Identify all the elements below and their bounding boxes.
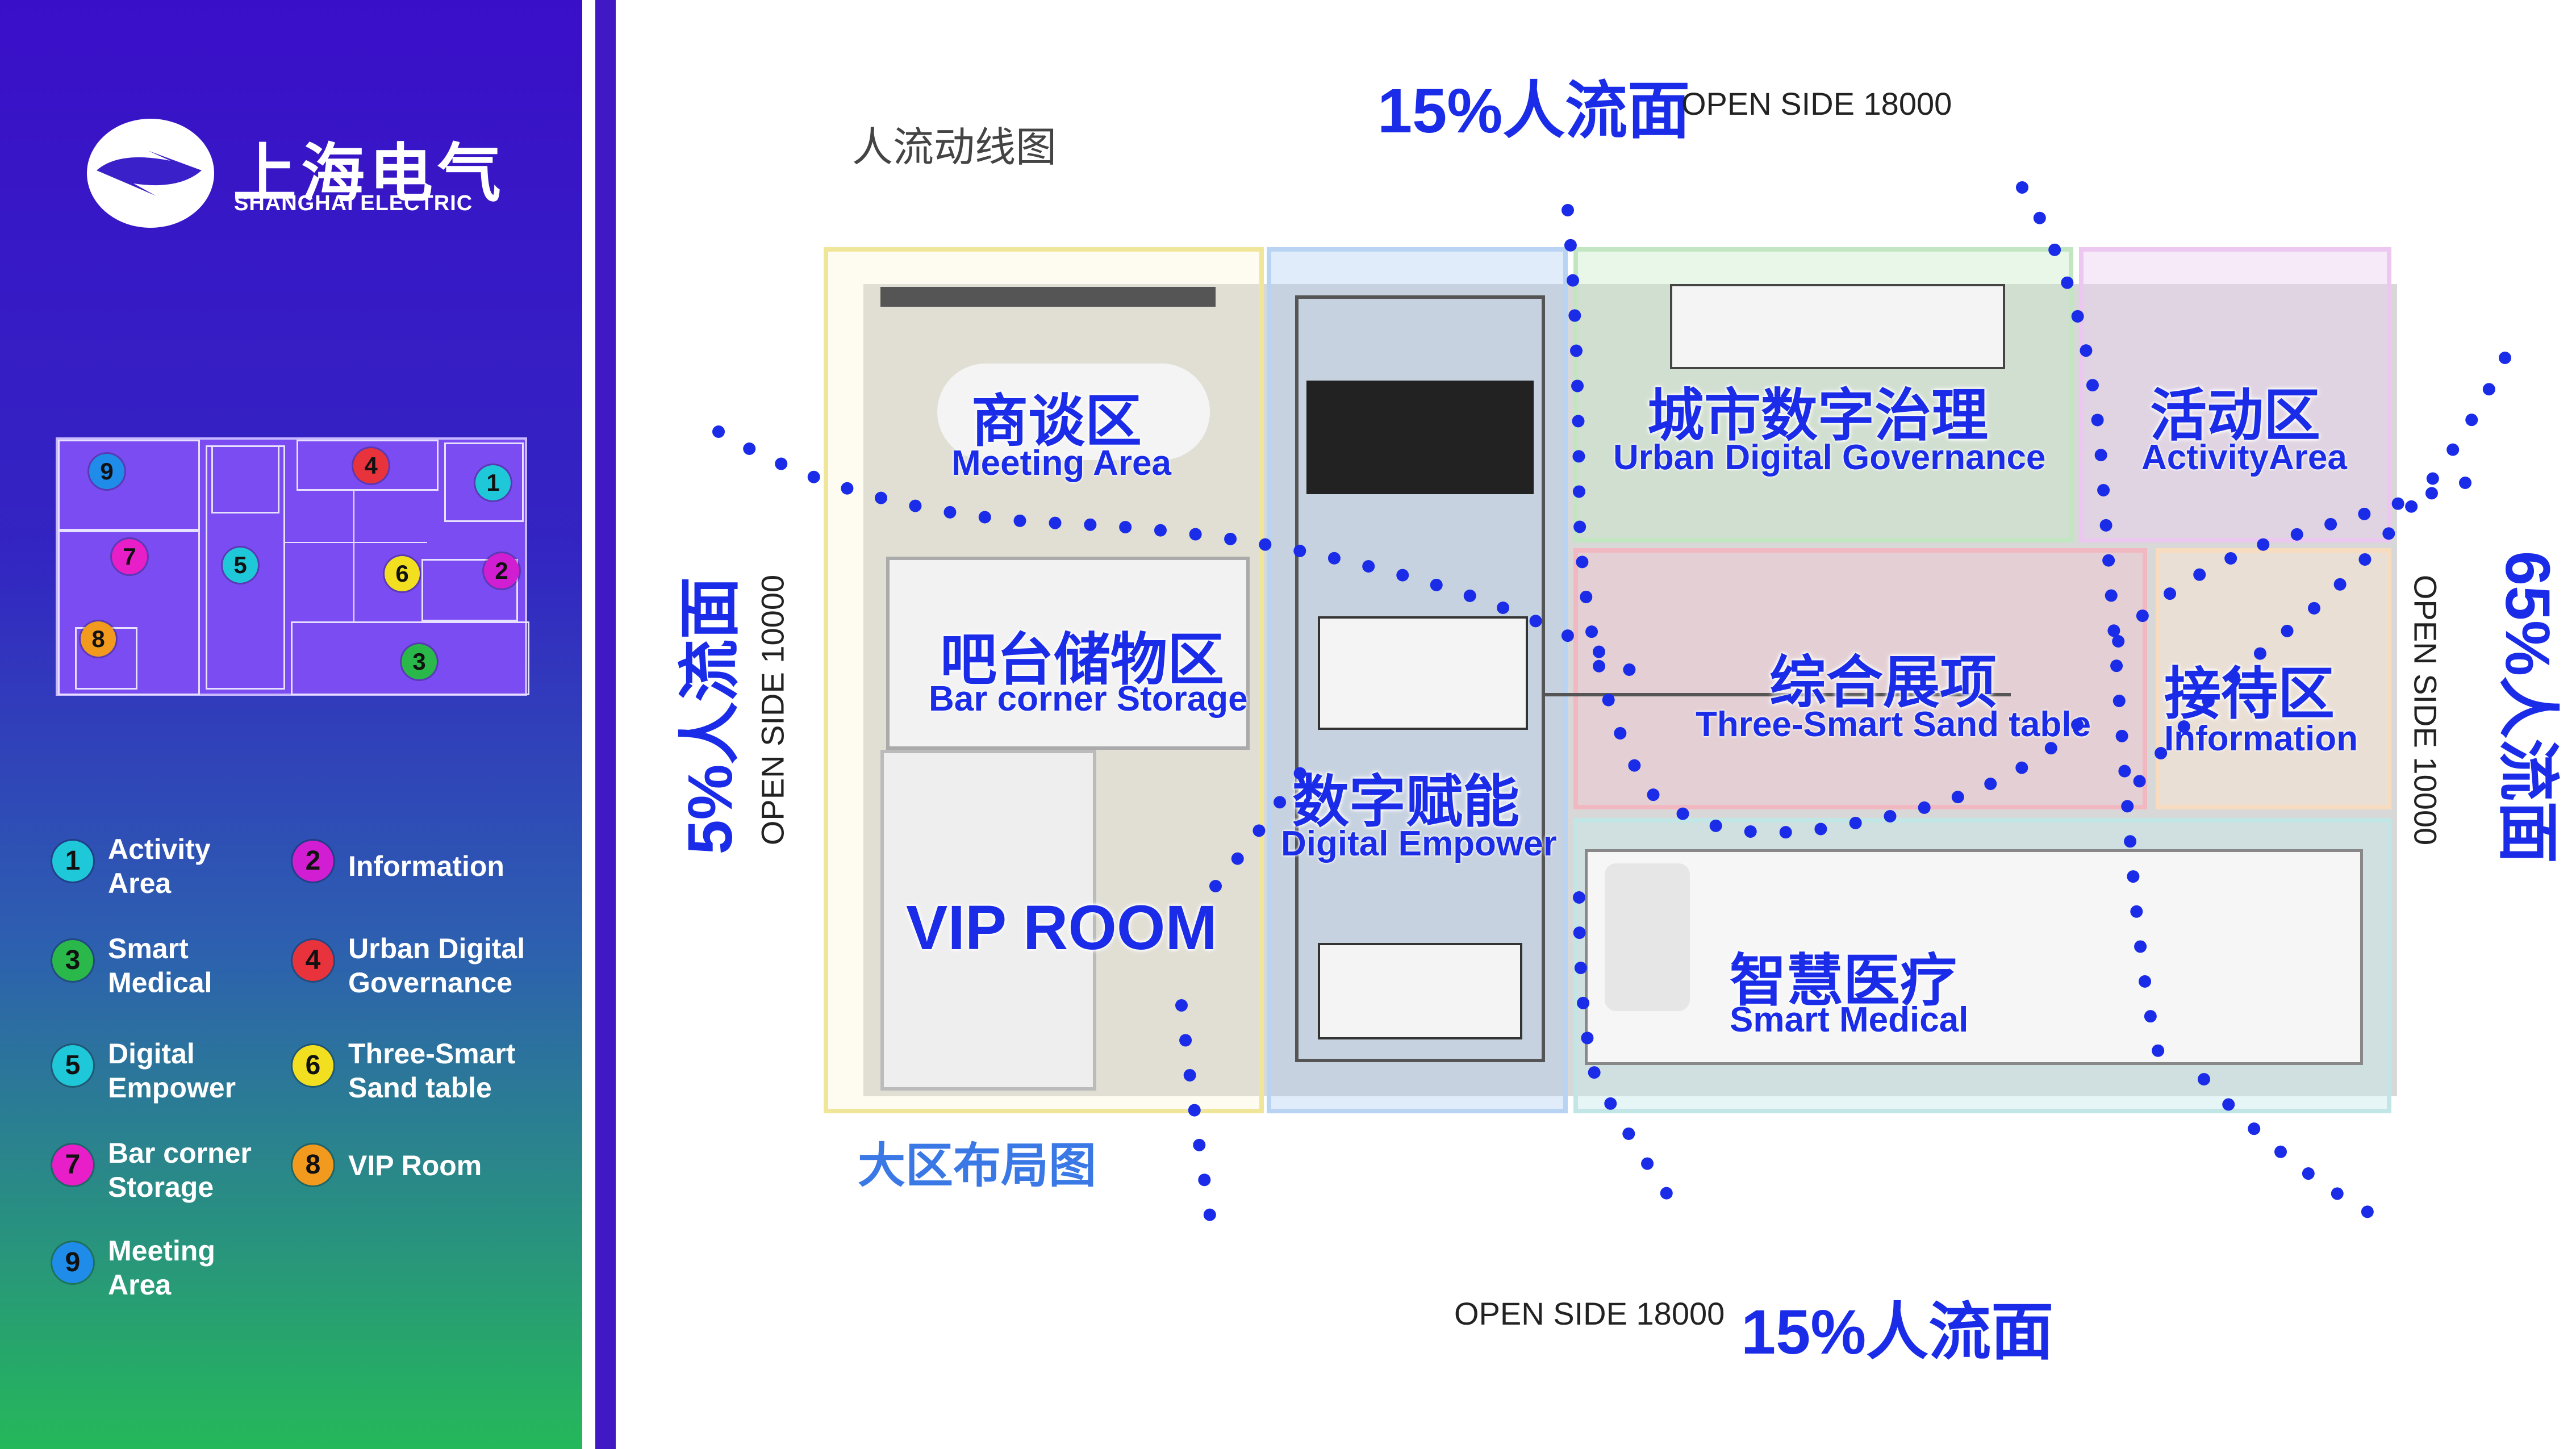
urban-console [1670,284,2005,369]
flow-top-open: OPEN SIDE 18000 [1681,86,1952,122]
zone-sand-table [1573,548,2147,809]
legend-badge: 9 [52,1242,93,1283]
zone-label-bar-en: Bar corner Storage [929,679,1248,719]
minimap-badge-5: 5 [223,548,258,583]
minimap-badge-2: 2 [484,553,519,588]
zone-information [2156,548,2391,809]
minimap-badge-7: 7 [112,539,147,574]
legend-label: Urban Digital Governance [348,933,525,999]
legend-label: Meeting Area [108,1235,215,1301]
legend-item-activity: 1 Activity Area [52,832,302,906]
flow-path-top-right [2016,181,2176,1085]
divider-strip [595,0,616,1449]
brand-name-en: SHANGHAI ELECTRIC [234,191,473,215]
zone-label-digital-cn: 数字赋能 [1292,770,1519,834]
legend-badge: 2 [293,841,333,882]
legend-label: Three-Smart Sand table [348,1038,516,1104]
digital-cabinet [1318,616,1528,730]
mini-floor-plan: 9 4 1 7 5 6 2 8 3 [56,437,529,696]
legend-label: Information [348,850,504,882]
legend-badge: 4 [293,940,333,981]
legend-item-sand-table: 6 Three-Smart Sand table [293,1037,542,1110]
digital-empower-frame [1295,295,1545,1062]
sidebar: 上海电气 SHANGHAI ELECTRIC 9 4 1 7 5 6 2 8 3… [0,0,582,1449]
legend-item-vip-room: 8 VIP Room [293,1136,542,1210]
flow-path-right-upper [2095,477,2471,671]
zone-label-activity-en: ActivityArea [2141,438,2347,477]
flow-top-percent: 15%人流面 [1377,76,1690,146]
legend-badge: 1 [52,841,93,882]
diagram-title: 人流动线图 [852,125,1057,170]
zone-label-vip: VIP ROOM [906,893,1218,963]
legend-item-smart-medical: 3 Smart Medical [52,932,302,1005]
legend-label: Activity Area [108,833,211,899]
zone-label-medical-en: Smart Medical [1730,1000,1969,1039]
digital-screen [1306,381,1534,494]
layout-caption: 大区布局图 [858,1139,1097,1192]
legend-label: VIP Room [348,1150,482,1181]
shanghai-electric-logo: 上海电气 SHANGHAI ELECTRIC [85,116,501,230]
medical-counter [1585,849,2363,1065]
legend-badge: 8 [293,1145,333,1185]
flow-lines [712,181,2511,1222]
zone-label-urban-en: Urban Digital Governance [1613,438,2046,477]
legend-label: Smart Medical [108,933,212,999]
legend-label: Bar corner Storage [108,1137,252,1203]
flow-path-bottom-right [2198,1073,2381,1222]
zone-label-info-cn: 接待区 [2164,662,2335,726]
flow-path-digital [1209,749,1318,892]
zone-label-digital-en: Digital Empower [1281,824,1557,863]
meeting-table [937,364,1210,460]
digital-desk [1318,943,1522,1039]
lightning-circle-icon [87,119,214,228]
zone-label-sand-cn: 综合展项 [1769,651,1997,715]
flow-path-bottom-left [1573,891,1676,1205]
zone-label-info-en: Information [2164,719,2358,758]
minimap-badge-3: 3 [402,644,437,679]
zone-label-urban-cn: 城市数字治理 [1647,384,1988,448]
vip-room-floor [880,750,1096,1091]
medical-bed [1605,863,1690,1011]
flow-path-right [2124,352,2511,801]
minimap-badge-6: 6 [385,556,420,591]
zone-label-bar-cn: 吧台储物区 [940,628,1224,692]
legend-badge: 5 [52,1045,93,1086]
flow-path-top-center [1562,204,2097,839]
flow-path-bottom-left2 [1175,999,1216,1222]
minimap-badge-4: 4 [353,448,389,483]
legend-item-urban-digital: 4 Urban Digital Governance [293,932,542,1005]
minimap-badge-9: 9 [89,454,124,489]
flow-bottom-percent: 15%人流面 [1741,1297,2054,1367]
minimap-badge-1: 1 [475,465,511,500]
plant-strip [880,287,1216,307]
sand-table-line [1545,693,2011,696]
flow-path-left [712,425,1636,677]
zone-label-meeting-cn: 商谈区 [971,390,1142,453]
legend-item-meeting: 9 Meeting Area [52,1234,302,1308]
minimap-badge-8: 8 [81,621,116,657]
flow-bottom-open: OPEN SIDE 18000 [1454,1296,1725,1331]
legend-badge: 7 [52,1145,93,1185]
brand-name-cn: 上海电气 [233,138,506,209]
zone-label-activity-cn: 活动区 [2150,384,2320,448]
legend-item-digital-empower: 5 Digital Empower [52,1037,302,1110]
legend-item-information: 2 Information [293,832,542,906]
legend-item-bar-corner: 7 Bar corner Storage [52,1136,302,1210]
zone-label-meeting-en: Meeting Area [951,444,1172,483]
zone-label-sand-en: Three-Smart Sand table [1696,705,2091,744]
zone-label-medical-cn: 智慧医疗 [1730,949,1957,1013]
bar-counter [886,557,1250,750]
legend-badge: 6 [293,1045,333,1086]
zone-activity-area [2079,247,2391,542]
flow-diagram: 人流动线图 商谈区 Meeting Area 吧台储物区 Bar corner … [613,0,2576,1449]
legend-badge: 3 [52,940,93,981]
legend-label: Digital Empower [108,1038,236,1104]
